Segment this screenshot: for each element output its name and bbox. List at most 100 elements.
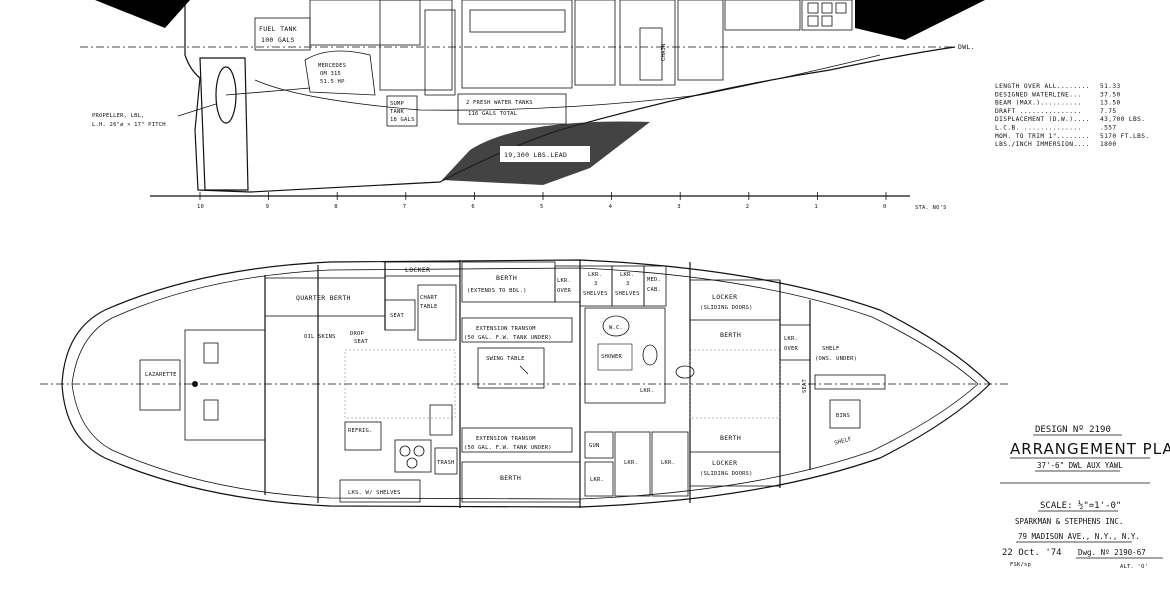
- propeller-icon: [215, 66, 237, 124]
- station-label: 10: [197, 204, 204, 210]
- berth-bottom-label: BERTH: [500, 474, 521, 482]
- sump-tank-box: [386, 95, 418, 127]
- locker-top-box: [384, 261, 461, 277]
- swing-table-arrow: [519, 365, 529, 375]
- locker-sliding-bottom-label-2: (SLIDING DOORS): [700, 471, 753, 477]
- fuel-tank-label: FUEL TANK: [259, 25, 297, 33]
- station-label: 6: [471, 204, 475, 210]
- locker-sliding-bottom-box: [689, 451, 781, 487]
- topside-fwd-fill: [855, 0, 985, 40]
- berth-fwd-bottom-label: BERTH: [720, 434, 741, 442]
- dwl-label: DWL.: [958, 43, 975, 51]
- spec-value: 5170 FT.LBS.: [1100, 133, 1150, 140]
- water-tanks-box: [457, 93, 567, 125]
- gun-box: [584, 431, 614, 459]
- lkr-shelves-1c: SHELVES: [583, 291, 608, 297]
- ext-transom-bottom-label: EXTENSION TRANSOM: [476, 436, 536, 442]
- station-label: 0: [883, 204, 887, 210]
- swing-table-label: SWING TABLE: [486, 356, 525, 362]
- propeller-leader: [177, 103, 217, 117]
- locker-sliding-bottom-label: LOCKER: [712, 459, 737, 467]
- lead-label-box: [500, 146, 590, 162]
- oil-skins-label: OIL SKINS: [304, 334, 336, 340]
- med-cab-box: [643, 265, 667, 307]
- sump-label: SUMP: [390, 101, 405, 107]
- ext-transom-top-label: EXTENSION TRANSOM: [476, 326, 536, 332]
- water-tanks-total: 116 GALS TOTAL: [468, 111, 518, 117]
- lkr-bottom-1-box: [584, 461, 614, 497]
- lazarette-label: LAZARETTE: [145, 372, 177, 378]
- lkr-over-fwd: LKR.: [784, 336, 798, 342]
- spec-label: LENGTH OVER ALL........: [995, 83, 1090, 90]
- locker-sliding-top-label-2: (SLIDING DOORS): [700, 305, 753, 311]
- station-label: 7: [403, 204, 407, 210]
- trash-box: [434, 447, 458, 475]
- seat-fwd-label: SEAT: [802, 378, 808, 393]
- med-cab-label-2: CAB.: [647, 287, 661, 293]
- bins-box: [829, 399, 861, 429]
- hatch-icon: [675, 365, 695, 379]
- wc-label: W.C.: [609, 325, 623, 331]
- cabin-sole-fwd: [689, 349, 781, 419]
- berth-bottom-box: [461, 461, 581, 503]
- stove-box: [394, 439, 432, 473]
- shower-label: SHOWER: [601, 354, 623, 360]
- med-cab-label: MED.: [647, 277, 661, 283]
- shelf-fwd-label-2: (OWS. UNDER): [815, 356, 857, 362]
- design-number: DESIGN Nº 2190: [1035, 425, 1111, 435]
- locker-sliding-top-box: [689, 279, 781, 321]
- plan-view: LAZARETTE LOCKER QUARTER BERTH BERTH (EX…: [40, 259, 1010, 508]
- chart-table-label: CHART: [420, 295, 438, 301]
- spec-label: LBS./INCH IMMERSION....: [995, 141, 1090, 148]
- engine-hp: 51.5 HP: [320, 79, 345, 85]
- quarter-berth-label: QUARTER BERTH: [296, 294, 351, 302]
- hull-inner-line: [254, 54, 881, 111]
- spec-value: 37.50: [1100, 91, 1121, 98]
- lks-shelves-box: [339, 479, 421, 503]
- lkr-shelves-1: LKR.: [588, 272, 602, 278]
- spec-label: MOM. TO TRIM 1"........: [995, 133, 1090, 140]
- spec-label: BEAM (MAX.)..........: [995, 100, 1082, 107]
- propeller-spec: L.H. 26"ø × 17" PITCH: [92, 122, 166, 128]
- profile-interior: [309, 0, 853, 96]
- sump-cap: 18 GALS: [390, 117, 415, 123]
- lkr-over-label: LKR.: [557, 278, 571, 284]
- lazarette-box: [139, 359, 181, 411]
- chain-label: CHAIN: [661, 43, 667, 61]
- mainmast-box: [429, 404, 453, 436]
- ext-transom-top-box: [461, 317, 573, 343]
- alt-label: ALT. 'O': [1120, 564, 1148, 570]
- gun-label: GUN: [589, 443, 600, 449]
- topside-aft-fill: [95, 0, 190, 28]
- station-label: 8: [334, 204, 338, 210]
- scale-label: SCALE: ½"=1'-0": [1040, 500, 1121, 511]
- plan-title: ARRANGEMENT PLAN: [1010, 440, 1170, 458]
- locker-top-label: LOCKER: [405, 266, 430, 274]
- drafter-initials: FSK/sp: [1010, 562, 1031, 568]
- spec-value: 51.33: [1100, 83, 1121, 90]
- chain-locker-hatch: [814, 374, 886, 390]
- firm-name: SPARKMAN & STEPHENS INC.: [1015, 517, 1123, 526]
- berth-top-note: (EXTENDS TO BDL.): [467, 288, 527, 294]
- spec-value: 1800: [1100, 141, 1117, 148]
- spec-label: DISPLACEMENT (D.W.)....: [995, 116, 1090, 123]
- spec-value: 43,700 LBS.: [1100, 116, 1145, 123]
- shelf-fwd-label: SHELF: [822, 346, 840, 352]
- lkr-bottom-3: LKR.: [661, 460, 675, 466]
- shower-grating: [597, 343, 633, 371]
- burner-icon-2: [413, 445, 425, 457]
- cabin-sole-aft: [344, 349, 456, 419]
- bins-label: BINS: [836, 413, 850, 419]
- lkr-over-fwd-2: OVER: [784, 346, 799, 352]
- lkr-bottom-3-box: [651, 431, 689, 497]
- berth-fwd-top-label: BERTH: [720, 331, 741, 339]
- quarter-berth-box: [264, 277, 386, 317]
- lead-label: 19,300 LBS.LEAD: [504, 151, 567, 159]
- sump-label-2: TANK: [390, 109, 405, 115]
- lkr-over-box: [554, 265, 581, 303]
- swing-table-box: [477, 347, 545, 389]
- burner-icon-3: [406, 457, 418, 469]
- ext-transom-top-label-2: (50 GAL. F.W. TANK UNDER): [464, 335, 552, 341]
